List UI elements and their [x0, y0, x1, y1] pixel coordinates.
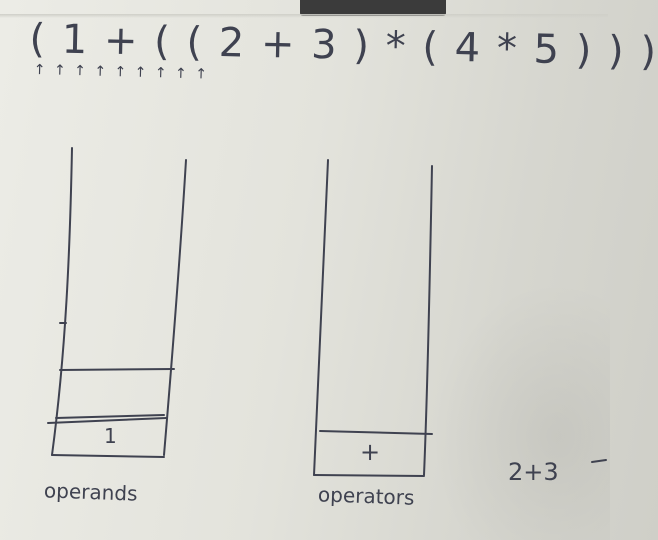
operands-cell-line-3 [59, 368, 175, 371]
operators-right-wall [423, 165, 433, 476]
monitor-bezel [300, 0, 446, 16]
operators-stack [313, 159, 433, 477]
side-arrow [591, 459, 607, 463]
operands-cell-line-2 [55, 414, 165, 419]
operators-bottom [313, 474, 425, 477]
operands-stack [47, 147, 187, 458]
operand-cell-value: 1 [104, 424, 117, 448]
operands-left-wall [51, 147, 73, 456]
operator-cell-value: + [360, 438, 381, 466]
operands-label: operands [43, 478, 138, 506]
operands-right-wall [163, 159, 187, 456]
board-top-edge [0, 14, 608, 18]
stack-drawings [47, 147, 607, 477]
operators-label: operators [317, 482, 415, 510]
operands-cell-line-1 [47, 417, 167, 424]
operators-cell-line [319, 430, 433, 435]
side-note: 2+3 [508, 458, 559, 486]
operators-left-wall [313, 159, 329, 476]
board-shadow [430, 280, 610, 540]
operands-bottom [51, 454, 165, 458]
